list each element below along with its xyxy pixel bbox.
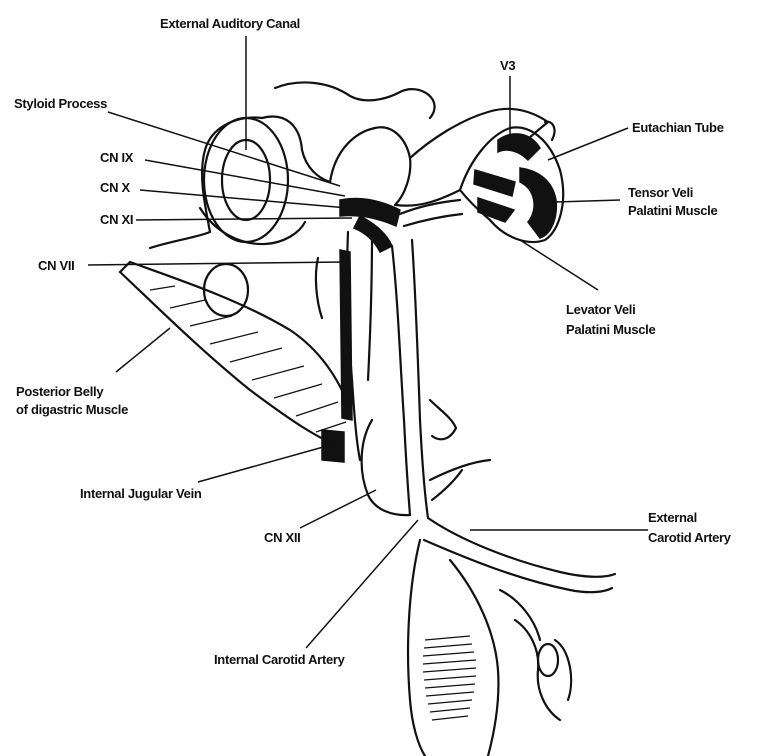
leader-lines xyxy=(88,36,648,648)
eustachian-muscle-cluster xyxy=(460,122,563,242)
leader-internal-carotid xyxy=(306,520,418,648)
pharynx-drawing xyxy=(408,540,571,756)
label-external-carotid-line1: External xyxy=(648,510,697,525)
label-external-auditory-canal: External Auditory Canal xyxy=(160,16,300,31)
label-internal-jugular-vein: Internal Jugular Vein xyxy=(80,486,202,501)
label-eustachian-tube: Eutachian Tube xyxy=(632,120,724,135)
label-cn-xii: CN XII xyxy=(264,530,300,545)
leader-cn-vii xyxy=(88,262,345,265)
leader-cn-xii xyxy=(300,490,376,528)
labels: External Auditory Canal Styloid Process … xyxy=(14,16,732,667)
label-posterior-belly-line2: of digastric Muscle xyxy=(16,402,128,417)
pharynx-hatching xyxy=(423,636,476,720)
label-cn-x: CN X xyxy=(100,180,130,195)
leader-jugular xyxy=(198,444,334,482)
leader-eustachian xyxy=(548,128,628,160)
label-cn-xi: CN XI xyxy=(100,212,133,227)
leader-cn-x xyxy=(140,190,348,208)
leader-digastric xyxy=(116,328,170,372)
label-posterior-belly-line1: Posterior Belly xyxy=(16,384,104,399)
label-cn-vii: CN VII xyxy=(38,258,74,273)
small-structures xyxy=(316,258,456,439)
label-styloid-process: Styloid Process xyxy=(14,96,107,111)
leader-cn-xi xyxy=(136,218,352,220)
label-internal-carotid-artery: Internal Carotid Artery xyxy=(214,652,346,667)
label-tensor-veli-line1: Tensor Veli xyxy=(628,185,693,200)
label-external-carotid-line2: Carotid Artery xyxy=(648,530,732,545)
label-cn-ix: CN IX xyxy=(100,150,134,165)
leader-tensor-veli xyxy=(556,200,620,202)
skull-base-outline xyxy=(150,82,548,248)
leader-levator-veli xyxy=(520,240,598,290)
label-levator-veli-line2: Palatini Muscle xyxy=(566,322,655,337)
external-carotid-drawing xyxy=(424,460,615,592)
label-levator-veli-line1: Levator Veli xyxy=(566,302,635,317)
label-v3: V3 xyxy=(500,58,515,73)
label-tensor-veli-line2: Palatini Muscle xyxy=(628,203,717,218)
